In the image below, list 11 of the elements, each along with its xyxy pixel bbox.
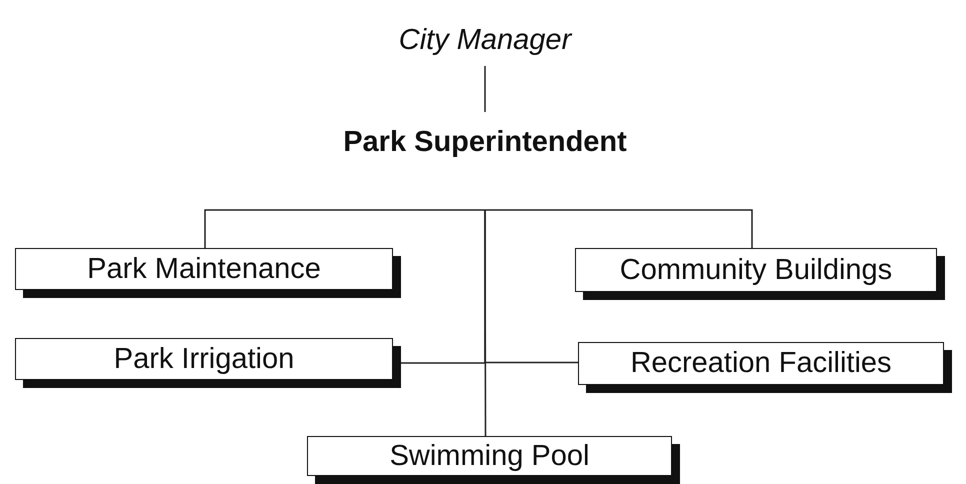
connector-line: [484, 66, 486, 112]
connector-line: [484, 210, 486, 436]
role-title: City Manager: [398, 24, 572, 56]
unit-label: Park Maintenance: [87, 252, 321, 286]
connector-line: [485, 209, 753, 248]
unit-label: Recreation Facilities: [630, 347, 892, 380]
unit-label: Community Buildings: [620, 254, 892, 286]
unit-label: Swimming Pool: [390, 440, 590, 472]
role-title: Park Superintendent: [343, 125, 627, 159]
unit-label: Park Irrigation: [114, 342, 294, 376]
connector-line: [204, 209, 485, 248]
